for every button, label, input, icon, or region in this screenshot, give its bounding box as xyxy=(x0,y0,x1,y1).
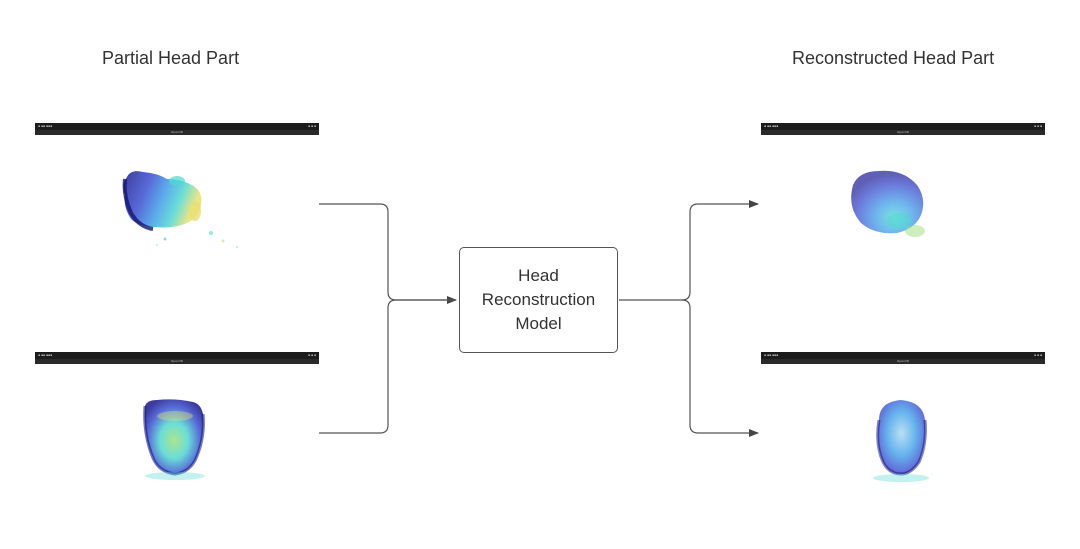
partial-head-viewer-front: ▪ ▪▪ ▪▪▪ ▪ ▪ ▪ Open3D xyxy=(35,352,319,512)
viewer-titlebar: ▪ ▪▪ ▪▪▪ ▪ ▪ ▪ xyxy=(35,352,319,359)
viewer-title: Open3D xyxy=(896,359,910,363)
viewer-subbar: Open3D xyxy=(35,130,319,135)
viewer-subbar: Open3D xyxy=(35,359,319,364)
viewer-titlebar: ▪ ▪▪ ▪▪▪ ▪ ▪ ▪ xyxy=(35,123,319,130)
viewer-window-controls: ▪ ▪ ▪ xyxy=(1033,353,1042,357)
viewer-window-controls: ▪ ▪ ▪ xyxy=(307,124,316,128)
viewer-menu: ▪ ▪▪ ▪▪▪ xyxy=(764,124,779,128)
viewer-window-controls: ▪ ▪ ▪ xyxy=(1033,124,1042,128)
reconstructed-head-viewer-front: ▪ ▪▪ ▪▪▪ ▪ ▪ ▪ Open3D xyxy=(761,352,1045,512)
viewer-subbar: Open3D xyxy=(761,359,1045,364)
reconstructed-head-point-cloud-front xyxy=(873,400,929,482)
viewer-subbar: Open3D xyxy=(761,130,1045,135)
viewer-menu: ▪ ▪▪ ▪▪▪ xyxy=(38,124,53,128)
head-reconstruction-model-box: Head Reconstruction Model xyxy=(459,247,618,353)
viewer-window-controls: ▪ ▪ ▪ xyxy=(307,353,316,357)
partial-head-point-cloud-front xyxy=(143,399,205,480)
viewer-title: Open3D xyxy=(170,130,184,134)
viewer-title: Open3D xyxy=(896,130,910,134)
connector-bottom-left xyxy=(318,299,456,434)
partial-head-heading: Partial Head Part xyxy=(102,48,240,68)
viewer-menu: ▪ ▪▪ ▪▪▪ xyxy=(38,353,53,357)
viewer-menu: ▪ ▪▪ ▪▪▪ xyxy=(764,353,779,357)
model-label: Head Reconstruction Model xyxy=(481,266,596,333)
connector-bottom-right xyxy=(681,299,759,437)
reconstructed-head-point-cloud-side xyxy=(851,170,925,237)
partial-head-point-cloud-side xyxy=(122,171,238,248)
viewer-titlebar: ▪ ▪▪ ▪▪▪ ▪ ▪ ▪ xyxy=(761,352,1045,359)
partial-head-viewer-side: ▪ ▪▪ ▪▪▪ ▪ ▪ ▪ Open3D xyxy=(35,123,319,283)
reconstructed-head-heading: Reconstructed Head Part xyxy=(792,48,995,68)
viewer-title: Open3D xyxy=(170,359,184,363)
connector-top-left xyxy=(318,203,457,304)
viewer-titlebar: ▪ ▪▪ ▪▪▪ ▪ ▪ ▪ xyxy=(761,123,1045,130)
reconstructed-head-viewer-side: ▪ ▪▪ ▪▪▪ ▪ ▪ ▪ Open3D xyxy=(761,123,1045,283)
connector-top-right xyxy=(619,200,759,301)
